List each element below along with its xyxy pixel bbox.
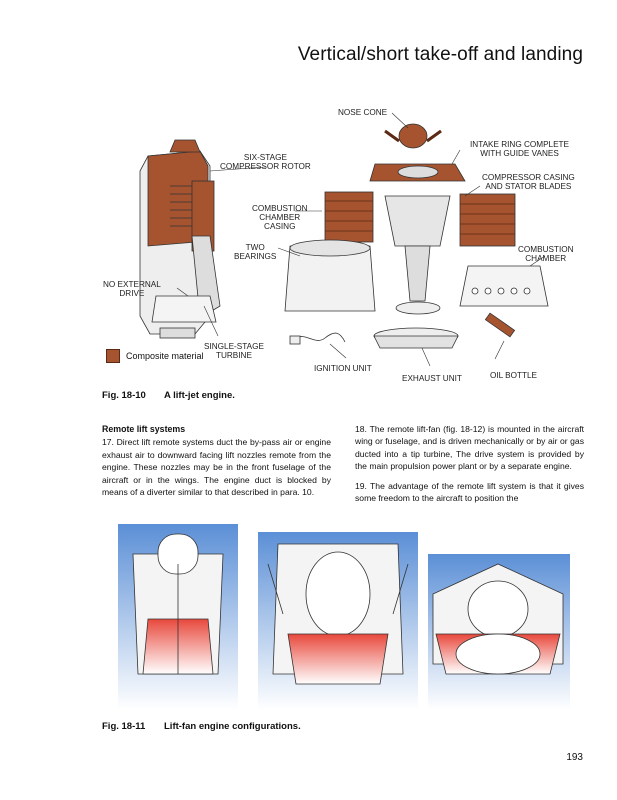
page-title: Vertical/short take-off and landing — [297, 44, 583, 65]
compressor-rotor — [384, 195, 451, 315]
label-two-bearings: TWO BEARINGS — [234, 243, 277, 261]
combustion-chamber-casing — [284, 239, 376, 312]
lift-fan-figure — [118, 524, 570, 710]
figure-legend: Composite material — [106, 349, 204, 363]
label-intake-ring: INTAKE RING COMPLETE WITH GUIDE VANES — [470, 140, 570, 158]
label-single-stage-turbine: SINGLE-STAGE TURBINE — [204, 342, 264, 360]
left-column: Remote lift systems 17. Direct lift remo… — [102, 423, 331, 505]
paragraph-18: 18. The remote lift-fan (fig. 18-12) is … — [355, 424, 584, 472]
section-heading: Remote lift systems — [102, 424, 186, 434]
lift-fan-config-2 — [258, 532, 418, 710]
ignition-unit — [289, 332, 346, 345]
caption-text: Lift-fan engine configurations — [164, 721, 299, 732]
compressor-casing — [324, 191, 516, 247]
lift-fan-config-3 — [428, 554, 570, 710]
intake-ring — [369, 163, 466, 182]
label-oil-bottle: OIL BOTTLE — [490, 371, 538, 380]
label-combustion-casing: COMBUSTION CHAMBER CASING — [252, 204, 308, 231]
caption-text: A lift-jet engine — [164, 390, 233, 401]
composite-swatch — [106, 349, 120, 363]
label-nose-cone: NOSE CONE — [338, 108, 388, 117]
nose-cone — [384, 123, 442, 149]
paragraph-17: 17. Direct lift remote systems duct the … — [102, 437, 331, 498]
label-combustion-chamber: COMBUSTION CHAMBER — [518, 245, 574, 263]
figure-caption-18-11: Fig. 18-11 Lift-fan engine configurations… — [102, 721, 301, 732]
exhaust-unit — [373, 327, 459, 349]
oil-bottle — [484, 312, 516, 338]
lift-fan-config-1 — [118, 524, 238, 710]
right-column: 18. The remote lift-fan (fig. 18-12) is … — [355, 423, 584, 511]
paragraph-19: 19. The advantage of the remote lift sys… — [355, 480, 584, 504]
lift-fan-illustration — [118, 524, 570, 710]
caption-number: Fig. 18-10 — [102, 390, 146, 401]
lift-jet-engine-illustration — [139, 112, 549, 367]
label-compressor-rotor: SIX-STAGE COMPRESSOR ROTOR — [220, 153, 311, 171]
label-exhaust-unit: EXHAUST UNIT — [402, 374, 462, 383]
assembled-engine — [139, 139, 221, 339]
page-number: 193 — [566, 752, 583, 763]
caption-number: Fig. 18-11 — [102, 721, 146, 732]
label-ignition-unit: IGNITION UNIT — [314, 364, 372, 373]
lift-jet-engine-figure: NOSE CONE INTAKE RING COMPLETE WITH GUID… — [100, 96, 600, 386]
label-no-external-drive: NO EXTERNAL DRIVE — [103, 280, 161, 298]
leader-lines — [176, 112, 546, 367]
label-compressor-casing: COMPRESSOR CASING AND STATOR BLADES — [482, 173, 575, 191]
legend-text: Composite material — [126, 351, 204, 361]
combustion-chamber — [459, 265, 549, 307]
